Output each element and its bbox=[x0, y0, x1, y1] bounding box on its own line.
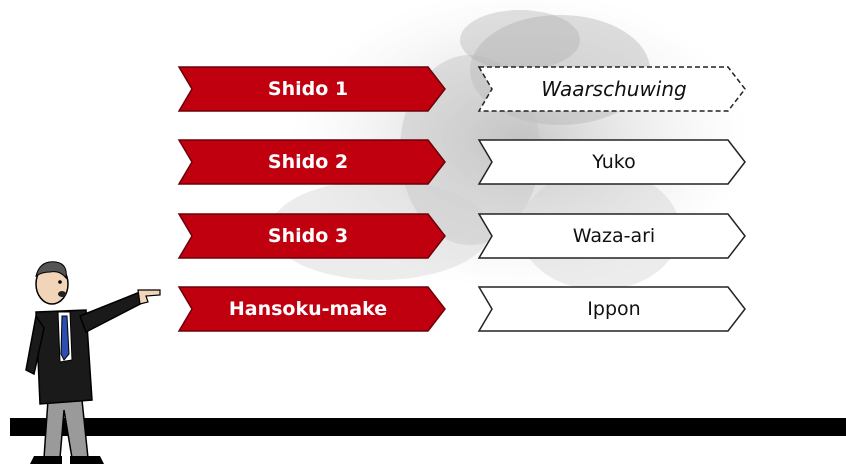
white-chevron-shape bbox=[477, 66, 746, 112]
floor-bar bbox=[10, 418, 846, 436]
penalty-arrow-shido-2: Shido 2 bbox=[177, 139, 446, 185]
score-arrow-waza-ari: Waza-ari bbox=[477, 213, 746, 259]
score-arrow-yuko: Yuko bbox=[477, 139, 746, 185]
score-arrow-ippon: Ippon bbox=[477, 286, 746, 332]
penalty-label: Hansoku-make bbox=[228, 298, 388, 320]
penalty-label: Shido 1 bbox=[267, 78, 349, 100]
score-label: Waarschuwing bbox=[541, 77, 687, 101]
red-chevron-shape bbox=[177, 213, 446, 259]
penalty-label: Shido 3 bbox=[267, 225, 349, 247]
penalty-arrow-shido-1: Shido 1 bbox=[177, 66, 446, 112]
score-label: Ippon bbox=[587, 298, 641, 320]
red-chevron-shape bbox=[177, 286, 446, 332]
penalty-label: Shido 2 bbox=[267, 151, 349, 173]
red-chevron-shape bbox=[177, 139, 446, 185]
white-chevron-shape bbox=[477, 139, 746, 185]
referee-pointing-icon bbox=[25, 261, 161, 464]
white-chevron-shape bbox=[477, 213, 746, 259]
penalty-arrow-hansoku-make: Hansoku-make bbox=[177, 286, 446, 332]
score-label: Waza-ari bbox=[572, 225, 656, 247]
red-chevron-shape bbox=[177, 66, 446, 112]
penalty-arrow-shido-3: Shido 3 bbox=[177, 213, 446, 259]
score-label: Yuko bbox=[592, 151, 636, 173]
white-chevron-shape bbox=[477, 286, 746, 332]
score-arrow-waarschuwing: Waarschuwing bbox=[477, 66, 746, 112]
